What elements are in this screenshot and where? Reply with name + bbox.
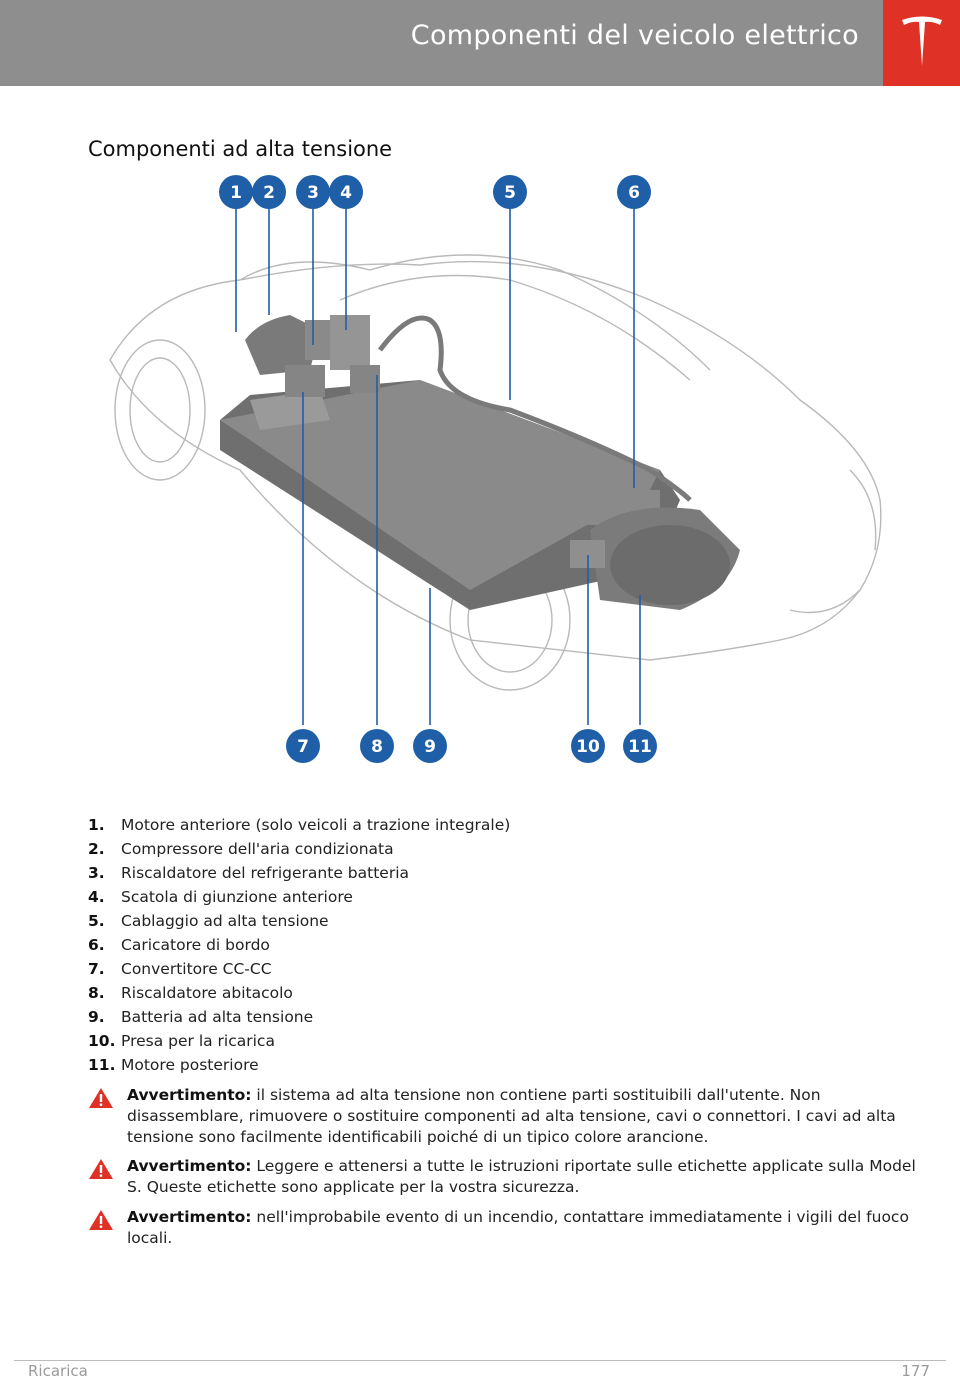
callout-badge: 8 (360, 729, 394, 763)
item-number: 10. (88, 1032, 116, 1050)
item-label: Batteria ad alta tensione (121, 1008, 314, 1026)
hv-cable (378, 315, 692, 502)
warning-label: Avvertimento: (127, 1086, 252, 1104)
warning-label: Avvertimento: (127, 1157, 252, 1175)
item-label: Motore posteriore (121, 1056, 259, 1074)
list-item: 8. Riscaldatore abitacolo (88, 981, 510, 1005)
item-label: Presa per la ricarica (121, 1032, 275, 1050)
callout-badge: 3 (296, 175, 330, 209)
callout-badge: 6 (617, 175, 651, 209)
callout-badge: 9 (413, 729, 447, 763)
list-item: 2. Compressore dell'aria condizionata (88, 837, 510, 861)
item-label: Motore anteriore (solo veicoli a trazion… (121, 816, 511, 834)
item-number: 3. (88, 864, 105, 882)
tesla-logo-icon (902, 16, 942, 66)
page-number: 177 (901, 1362, 930, 1380)
svg-text:9: 9 (424, 737, 436, 757)
list-item: 10. Presa per la ricarica (88, 1029, 510, 1053)
list-item: 5. Cablaggio ad alta tensione (88, 909, 510, 933)
callout-badge: 7 (286, 729, 320, 763)
item-number: 1. (88, 816, 105, 834)
item-number: 9. (88, 1008, 105, 1026)
component-list: 1. Motore anteriore (solo veicoli a trazi… (88, 813, 510, 1077)
callout-leaders (235, 208, 641, 725)
header-bar: Componenti del veicolo elettrico (0, 0, 883, 86)
item-label: Scatola di giunzione anteriore (121, 888, 353, 906)
item-number: 5. (88, 912, 105, 930)
footer-divider (14, 1360, 946, 1361)
callout-badge: 1 (219, 175, 253, 209)
list-item: 7. Convertitore CC-CC (88, 957, 510, 981)
footer-section: Ricarica (28, 1362, 88, 1380)
item-number: 8. (88, 984, 105, 1002)
front-components (245, 315, 380, 397)
list-item: 3. Riscaldatore del refrigerante batteria (88, 861, 510, 885)
item-number: 4. (88, 888, 105, 906)
item-label: Riscaldatore del refrigerante batteria (121, 864, 409, 882)
svg-text:4: 4 (340, 183, 352, 203)
callout-badge: 10 (571, 729, 605, 763)
item-label: Cablaggio ad alta tensione (121, 912, 329, 930)
svg-text:5: 5 (504, 183, 516, 203)
warning-triangle-icon (89, 1210, 113, 1230)
battery-pack (220, 380, 680, 610)
list-item: 9. Batteria ad alta tensione (88, 1005, 510, 1029)
item-number: 11. (88, 1056, 116, 1074)
callout-badge: 5 (493, 175, 527, 209)
warning-triangle-icon (89, 1159, 113, 1179)
item-number: 6. (88, 936, 105, 954)
warning-block: Avvertimento: il sistema ad alta tension… (88, 1085, 918, 1148)
list-item: 1. Motore anteriore (solo veicoli a trazi… (88, 813, 510, 837)
callout-badge: 2 (252, 175, 286, 209)
callout-badge: 11 (623, 729, 657, 763)
svg-text:6: 6 (628, 183, 640, 203)
warning-text: il sistema ad alta tensione non contiene… (127, 1086, 896, 1146)
warning-label: Avvertimento: (127, 1208, 252, 1226)
svg-text:7: 7 (297, 737, 309, 757)
list-item: 4. Scatola di giunzione anteriore (88, 885, 510, 909)
svg-text:11: 11 (628, 737, 652, 757)
warning-text: Leggere e attenersi a tutte le istruzion… (127, 1157, 916, 1196)
item-label: Caricatore di bordo (121, 936, 270, 954)
warning-block: Avvertimento: Leggere e attenersi a tutt… (88, 1156, 918, 1198)
list-item: 11. Motore posteriore (88, 1053, 510, 1077)
brand-logo (883, 0, 960, 86)
high-voltage-diagram: 1 2 3 4 5 6 7 8 9 10 11 (109, 175, 882, 763)
svg-text:8: 8 (371, 737, 383, 757)
item-number: 2. (88, 840, 105, 858)
page-header-title: Componenti del veicolo elettrico (410, 20, 859, 51)
rear-components (540, 490, 740, 610)
warning-text: nell'improbabile evento di un incendio, … (127, 1208, 909, 1247)
callout-badge: 4 (329, 175, 363, 209)
warning-block: Avvertimento: nell'improbabile evento di… (88, 1207, 918, 1249)
list-item: 6. Caricatore di bordo (88, 933, 510, 957)
section-title: Componenti ad alta tensione (88, 137, 393, 161)
warning-triangle-icon (89, 1088, 113, 1108)
svg-text:3: 3 (307, 183, 319, 203)
item-label: Compressore dell'aria condizionata (121, 840, 394, 858)
item-number: 7. (88, 960, 105, 978)
svg-text:2: 2 (263, 183, 275, 203)
svg-text:10: 10 (576, 737, 600, 757)
item-label: Convertitore CC-CC (121, 960, 272, 978)
item-label: Riscaldatore abitacolo (121, 984, 293, 1002)
svg-text:1: 1 (230, 183, 242, 203)
